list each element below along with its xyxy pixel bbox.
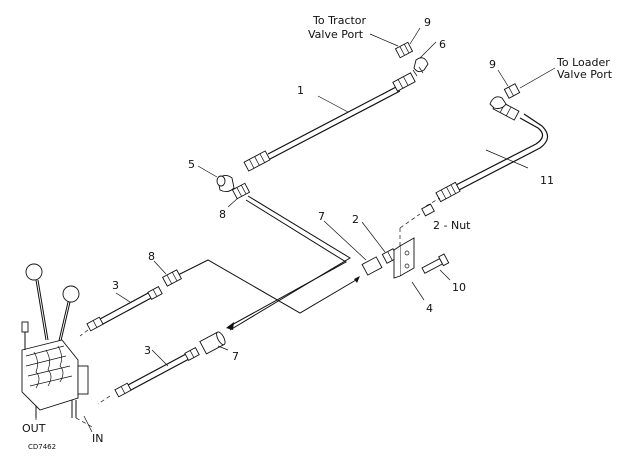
fitting-9-tractor: [394, 41, 414, 59]
hose-3-lower: [114, 347, 200, 398]
label-2-nut: 2 - Nut: [433, 219, 471, 232]
label-in: IN: [92, 432, 103, 445]
bulkhead-fitting-7-lower: [199, 331, 226, 355]
figure-code: CD7462: [28, 443, 56, 451]
label-out: OUT: [22, 422, 46, 435]
control-valve: [21, 263, 95, 429]
fitting-8-mid: [161, 269, 183, 287]
label-9-loader: 9: [489, 58, 496, 71]
hose-1: [243, 72, 416, 172]
label-8-upper: 8: [219, 208, 226, 221]
label-2: 2: [352, 213, 359, 226]
bulkhead-fitting-7-upper: [361, 256, 383, 276]
callout-labels: To Tractor Valve Port To Loader Valve Po…: [22, 14, 613, 451]
label-to-tractor-1: To Tractor: [312, 14, 367, 27]
label-to-loader-1: To Loader: [556, 56, 610, 69]
bracket-4: [393, 237, 415, 279]
fitting-elbow-loader: [489, 96, 507, 109]
hose-11: [435, 99, 549, 203]
label-6: 6: [439, 38, 446, 51]
tube-upper: [226, 195, 351, 331]
bolt-10: [421, 253, 450, 274]
dash-3u: [79, 329, 89, 337]
label-7-lower: 7: [232, 350, 239, 363]
nut-2-upper: [421, 203, 435, 217]
label-9-upper: 9: [424, 16, 431, 29]
label-5: 5: [188, 158, 195, 171]
hose-3-upper: [86, 286, 163, 332]
dash-3l: [97, 395, 111, 405]
dash-11: [425, 197, 441, 207]
leader-lines: [35, 27, 556, 433]
label-to-loader-2: Valve Port: [557, 68, 613, 81]
fitting-6: [412, 57, 429, 77]
label-to-tractor-2: Valve Port: [308, 28, 364, 41]
label-8-mid: 8: [148, 250, 155, 263]
label-11: 11: [540, 174, 554, 187]
fitting-5: [216, 175, 235, 193]
label-4: 4: [426, 302, 433, 315]
tube-lower: [177, 259, 360, 314]
label-1: 1: [297, 84, 304, 97]
label-3-upper: 3: [112, 279, 119, 292]
dash-nut: [399, 213, 421, 229]
label-7-upper: 7: [318, 210, 325, 223]
label-10: 10: [452, 281, 466, 294]
fitting-9-loader: [503, 83, 521, 99]
label-3-lower: 3: [144, 344, 151, 357]
fitting-8-upper: [231, 182, 251, 200]
